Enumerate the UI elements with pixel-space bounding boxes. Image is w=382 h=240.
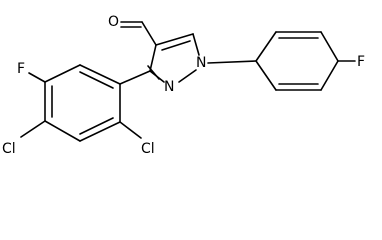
bond-ar4 [320,60,339,91]
structure-drawing: O N N F F Cl Cl [2,14,365,157]
pyrazole-ring [147,33,200,83]
bond-n1-aryl [207,60,257,64]
atom-label-fluorine-ring: F [17,61,25,77]
bond-br1-inner [79,71,114,89]
bond-ar3 [320,31,339,62]
bond-br4 [44,120,81,142]
bond-c4-c5-inner [161,40,191,51]
dichlorofluorophenyl-ring [20,64,142,142]
aldehyde-group [120,21,157,46]
bond-br-f [28,72,46,83]
bond-br-cl-para [20,120,46,138]
bond-ar1 [255,31,277,62]
fluorophenyl-ring [255,31,356,91]
molecule-diagram: O N N F F Cl Cl [2,14,365,157]
bond-c4-c5 [155,33,194,46]
atom-label-n1: N [196,55,206,71]
atom-label-chlorine-para: Cl [2,141,16,157]
bond-br-cl-ortho [119,121,142,139]
atom-label-fluorine-phenyl: F [357,54,365,70]
atom-label-n2: N [164,79,174,95]
bond-c3-aryl [119,70,151,85]
atom-label-oxygen: O [108,14,119,30]
bond-br1 [79,64,121,85]
bond-br5-inner [79,117,114,135]
bond-ar6 [255,60,277,91]
bond-br2 [44,64,81,83]
bond-c3-c4 [149,44,157,72]
bond-n2-c3-inner [147,65,160,80]
atom-label-chlorine-ortho: Cl [141,141,155,157]
bond-n1-n2 [178,69,197,83]
bond-c4-cho [141,21,157,46]
bond-br5 [79,121,121,142]
bond-c5-n1 [192,33,200,56]
